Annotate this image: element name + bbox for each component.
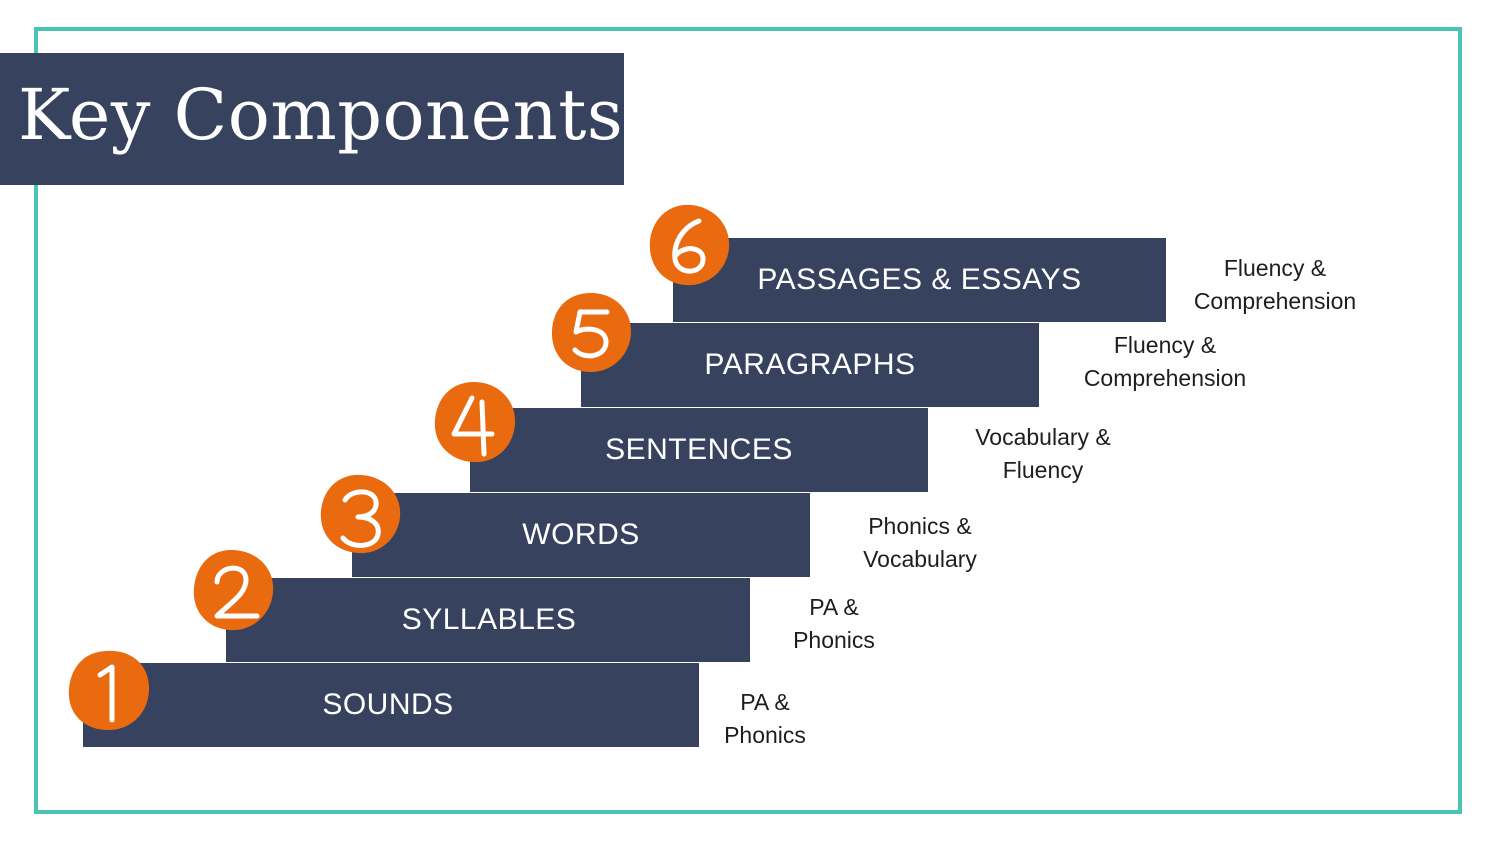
step-bar-passages-essays: PASSAGES & ESSAYS	[673, 238, 1166, 322]
note-line: PA &	[809, 594, 859, 620]
step-badge-6	[649, 204, 730, 286]
note-line: Vocabulary	[863, 546, 977, 572]
step-label: WORDS	[522, 518, 640, 551]
step-note-syllables: PA & Phonics	[764, 591, 904, 657]
step-note-words: Phonics & Vocabulary	[840, 510, 1000, 576]
slide-frame	[34, 27, 1462, 814]
step-label: SENTENCES	[605, 433, 793, 466]
step-bar-words: WORDS	[352, 493, 810, 577]
step-bar-sounds: SOUNDS	[83, 663, 699, 747]
note-line: Comprehension	[1193, 288, 1357, 314]
step-note-sentences: Vocabulary & Fluency	[953, 421, 1133, 487]
note-line: Phonics	[793, 627, 875, 653]
step-bar-syllables: SYLLABLES	[226, 578, 750, 662]
note-line: Fluency	[1002, 457, 1084, 483]
step-label: SOUNDS	[322, 688, 454, 721]
step-badge-1	[68, 650, 150, 731]
note-line: Vocabulary &	[975, 424, 1111, 450]
note-line: Fluency &	[1113, 332, 1217, 358]
title-banner	[0, 53, 624, 185]
note-line: Phonics	[724, 722, 806, 748]
step-note-passages-essays: Fluency & Comprehension	[1170, 252, 1380, 318]
step-badge-3	[320, 474, 401, 554]
step-note-sounds: PA & Phonics	[695, 686, 835, 752]
note-line: Comprehension	[1083, 365, 1247, 391]
step-badge-2	[193, 549, 274, 631]
note-line: Phonics &	[868, 513, 972, 539]
note-line: Fluency &	[1223, 255, 1327, 281]
step-bar-sentences: SENTENCES	[470, 408, 928, 492]
step-badge-5	[551, 292, 632, 373]
step-label: PARAGRAPHS	[704, 348, 916, 381]
slide-title: Key Components	[18, 74, 624, 156]
step-label: SYLLABLES	[401, 603, 577, 636]
step-note-paragraphs: Fluency & Comprehension	[1060, 329, 1270, 395]
note-line: PA &	[740, 689, 790, 715]
step-badge-4	[434, 382, 516, 463]
step-bar-paragraphs: PARAGRAPHS	[581, 323, 1039, 407]
step-label: PASSAGES & ESSAYS	[757, 263, 1082, 296]
